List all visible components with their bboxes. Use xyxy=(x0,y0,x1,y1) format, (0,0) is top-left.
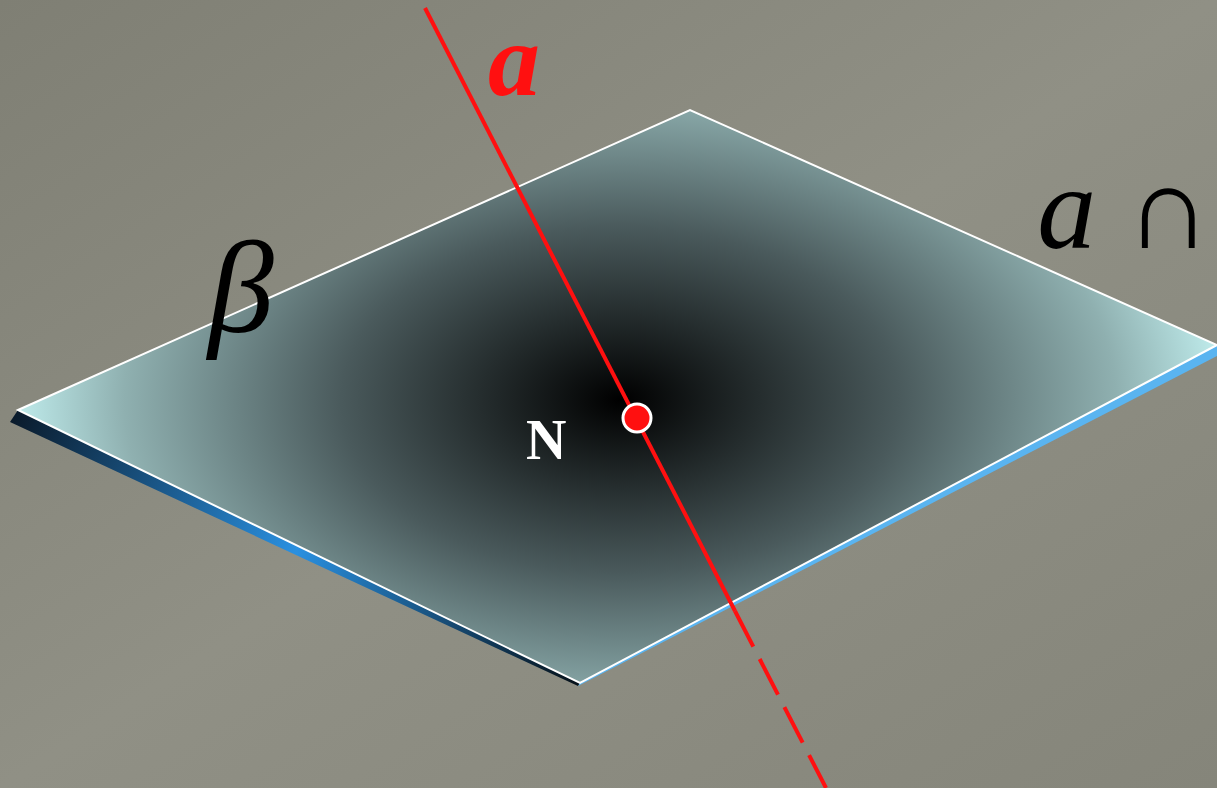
line-a xyxy=(425,8,735,611)
plane-beta xyxy=(18,110,1217,683)
point-name: N xyxy=(526,412,566,468)
intersection-point xyxy=(623,404,651,432)
formula-text: a ∩ xyxy=(1037,150,1211,268)
line-name: a xyxy=(488,8,540,112)
line-a-hidden xyxy=(735,611,826,788)
plane-name: β xyxy=(208,222,274,354)
